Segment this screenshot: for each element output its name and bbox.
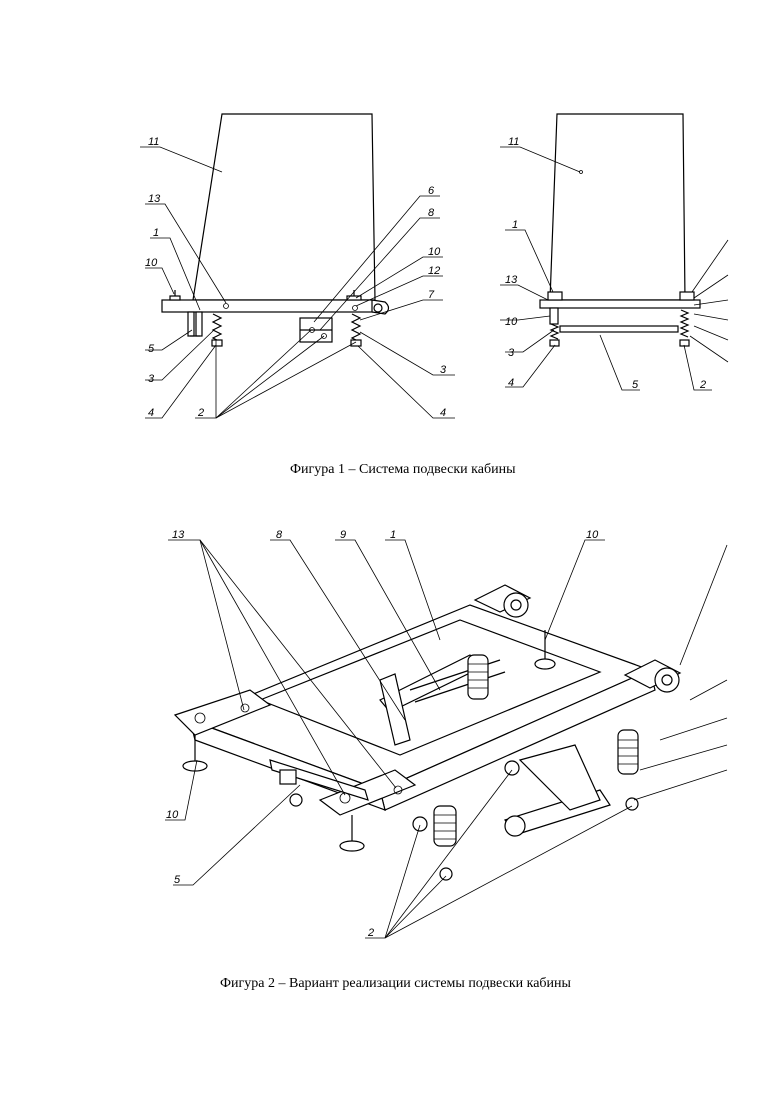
label-10b: 10 [428, 246, 441, 258]
cabin-body [193, 114, 375, 300]
fig1-left-view: 11 13 1 10 5 3 4 2 6 8 10 12 7 3 4 [140, 114, 455, 419]
label-side-10: 10 [505, 316, 518, 328]
label-2: 2 [197, 407, 204, 419]
label-side-4: 4 [508, 377, 514, 389]
label-side-11: 11 [508, 136, 519, 148]
label-side-3: 3 [508, 347, 515, 359]
spring-right [351, 314, 361, 346]
label-1: 1 [153, 227, 159, 239]
cabin-body-side [550, 114, 685, 300]
label-iso-10: 10 [586, 529, 599, 541]
label-iso-5: 5 [174, 874, 181, 886]
frame-plate [162, 300, 372, 312]
fig1-right-view: 11 1 13 10 3 4 5 2 [500, 114, 728, 391]
spring-side-left [550, 324, 559, 346]
fig2-isometric-view: 13 8 9 1 10 10 5 2 [165, 529, 727, 939]
fig1-right-leaders [500, 147, 728, 390]
label-3: 3 [148, 373, 155, 385]
label-side-2: 2 [699, 379, 706, 391]
label-iso-2: 2 [367, 927, 374, 939]
fig1-left-leaders [140, 147, 455, 418]
label-5: 5 [148, 343, 155, 355]
label-iso-1: 1 [390, 529, 396, 541]
label-side-13: 13 [505, 274, 518, 286]
label-iso-10b: 10 [166, 809, 179, 821]
label-iso-8: 8 [276, 529, 283, 541]
spring-iso-1 [468, 655, 488, 699]
label-iso-13: 13 [172, 529, 185, 541]
label-7: 7 [428, 289, 435, 301]
spring-side-right [680, 310, 689, 346]
label-8: 8 [428, 207, 435, 219]
label-11: 11 [148, 136, 159, 148]
label-12: 12 [428, 265, 440, 277]
label-13: 13 [148, 193, 161, 205]
label-10: 10 [145, 257, 158, 269]
label-4: 4 [148, 407, 154, 419]
mount-pad-front [340, 815, 364, 851]
figure-1-caption: Фигура 1 – Система подвески кабины [290, 462, 516, 478]
label-3b: 3 [440, 364, 447, 376]
label-side-5: 5 [632, 379, 639, 391]
label-4b: 4 [440, 407, 446, 419]
label-6: 6 [428, 185, 435, 197]
figure-2-caption: Фигура 2 – Вариант реализации системы по… [220, 976, 571, 992]
label-iso-9: 9 [340, 529, 346, 541]
label-side-1: 1 [512, 219, 518, 231]
spring-iso-3 [618, 730, 638, 810]
